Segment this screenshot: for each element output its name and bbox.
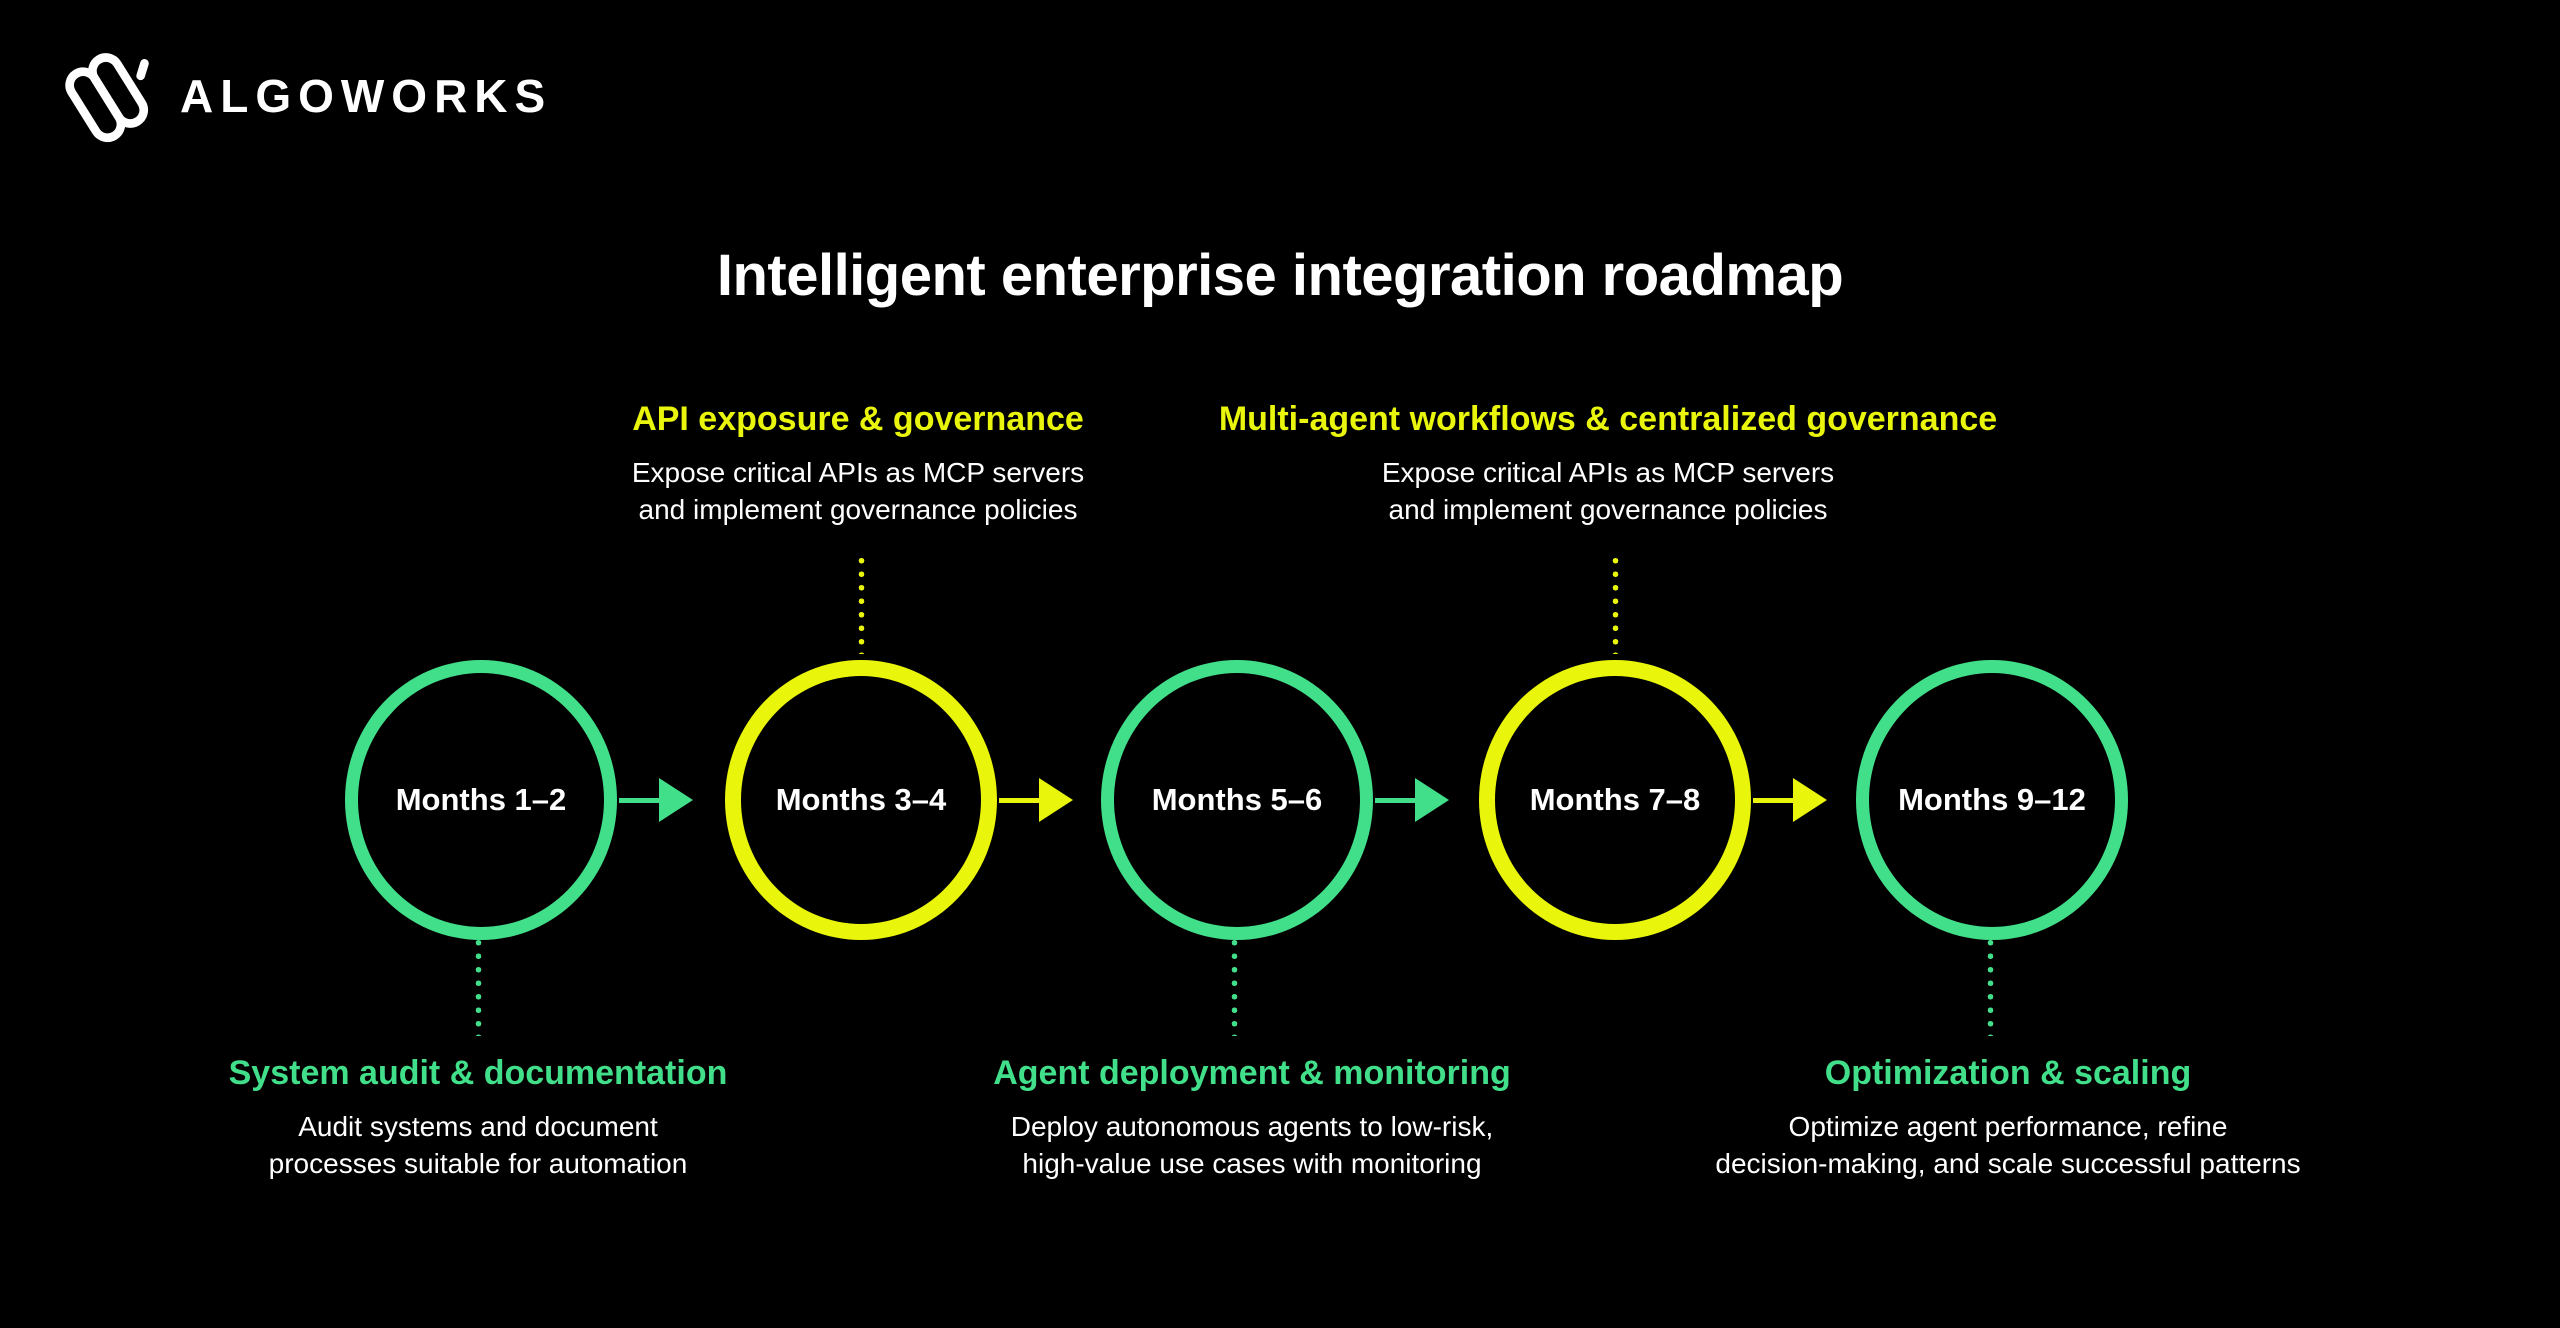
dotted-connector	[1987, 936, 1994, 1036]
dotted-connector	[475, 936, 482, 1036]
milestone-label: Months 7–8	[1529, 782, 1701, 817]
callout-description-line: Deploy autonomous agents to low-risk,	[1010, 1111, 1494, 1142]
callout-title: Optimization & scaling	[1824, 1054, 2192, 1092]
callout-description-line: and implement governance policies	[638, 494, 1078, 525]
callout-api-exposure: API exposure & governance Expose critica…	[508, 398, 1208, 528]
arrow-right-icon	[999, 778, 1073, 822]
milestone-circle-months-1-2: Months 1–2	[345, 660, 617, 940]
callout-description-line: Optimize agent performance, refine	[1788, 1111, 2228, 1142]
callout-description-line: Audit systems and document	[298, 1111, 658, 1142]
callout-title: Agent deployment & monitoring	[993, 1054, 1511, 1092]
milestone-label: Months 3–4	[775, 782, 947, 817]
arrow-right-icon	[1375, 778, 1449, 822]
milestone-circle-months-3-4: Months 3–4	[725, 660, 997, 940]
milestone-label: Months 5–6	[1151, 782, 1323, 817]
arrow-right-icon	[619, 778, 693, 822]
algoworks-logo-icon	[65, 53, 149, 143]
callout-title: System audit & documentation	[228, 1054, 728, 1092]
callout-description-line: processes suitable for automation	[268, 1148, 688, 1179]
dotted-connector	[1612, 554, 1619, 654]
callout-description-line: Expose critical APIs as MCP servers	[631, 457, 1085, 488]
milestone-label: Months 1–2	[395, 782, 567, 817]
callout-multi-agent-workflows: Multi-agent workflows & centralized gove…	[1158, 398, 2058, 528]
callout-description-line: and implement governance policies	[1388, 494, 1828, 525]
callout-agent-deployment: Agent deployment & monitoring Deploy aut…	[902, 1052, 1602, 1182]
callout-description: Audit systems and document processes sui…	[158, 1108, 798, 1182]
callout-optimization-scaling: Optimization & scaling Optimize agent pe…	[1618, 1052, 2398, 1182]
callout-title: Multi-agent workflows & centralized gove…	[1218, 400, 1998, 438]
callout-description-line: high-value use cases with monitoring	[1022, 1148, 1482, 1179]
milestone-label: Months 9–12	[1898, 782, 2086, 817]
callout-description-line: Expose critical APIs as MCP servers	[1381, 457, 1835, 488]
callout-description-line: decision-making, and scale successful pa…	[1715, 1148, 2301, 1179]
callout-description: Expose critical APIs as MCP servers and …	[508, 454, 1208, 528]
callout-system-audit: System audit & documentation Audit syste…	[158, 1052, 798, 1182]
callout-description: Deploy autonomous agents to low-risk, hi…	[902, 1108, 1602, 1182]
callout-description: Optimize agent performance, refine decis…	[1618, 1108, 2398, 1182]
dotted-connector	[858, 554, 865, 654]
page-title: Intelligent enterprise integration roadm…	[716, 243, 1844, 308]
arrow-right-icon	[1753, 778, 1827, 822]
callout-description: Expose critical APIs as MCP servers and …	[1158, 454, 2058, 528]
milestone-circle-months-7-8: Months 7–8	[1479, 660, 1751, 940]
callout-title: API exposure & governance	[632, 400, 1084, 438]
milestone-circle-months-5-6: Months 5–6	[1101, 660, 1373, 940]
brand-logo: ALGOWORKS	[60, 48, 552, 144]
brand-wordmark: ALGOWORKS	[180, 70, 553, 122]
milestone-circle-months-9-12: Months 9–12	[1856, 660, 2128, 940]
dotted-connector	[1231, 936, 1238, 1036]
